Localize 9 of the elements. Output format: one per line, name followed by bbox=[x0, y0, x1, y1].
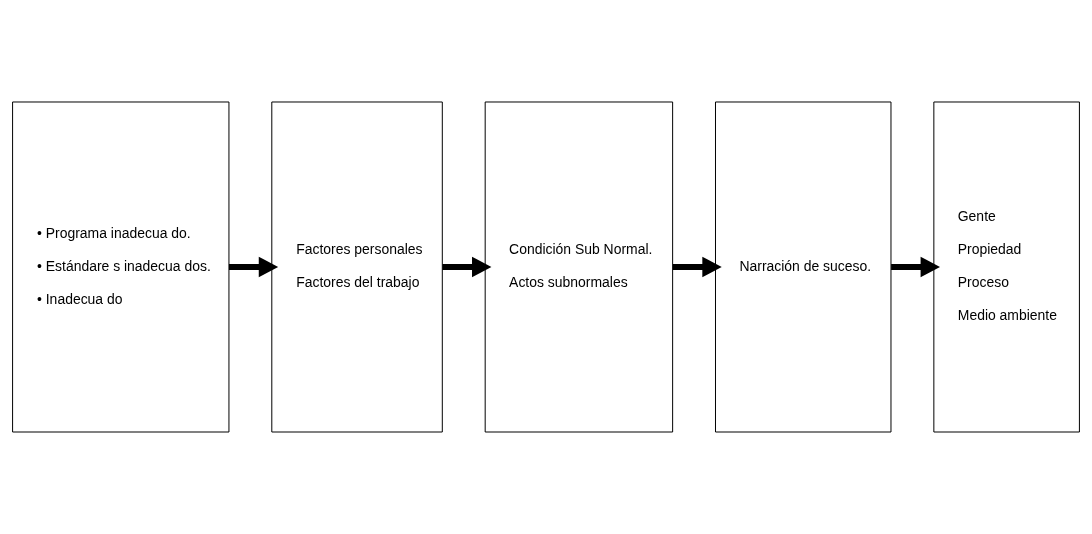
arrow bbox=[442, 256, 492, 278]
node-box: • Programa inadecua do. • Estándare s inadecua dos. • Inadecua do bbox=[12, 101, 230, 433]
node-box: Narración de suceso. bbox=[715, 101, 892, 433]
node-box: Factores personales Factores del trabajo bbox=[271, 101, 443, 433]
arrow bbox=[891, 256, 940, 278]
arrow bbox=[228, 256, 279, 278]
arrow bbox=[672, 256, 722, 278]
node-box: Gente Propiedad Proceso Medio ambiente bbox=[933, 101, 1080, 433]
node-box: Condición Sub Normal. Actos subnormales bbox=[484, 101, 674, 433]
